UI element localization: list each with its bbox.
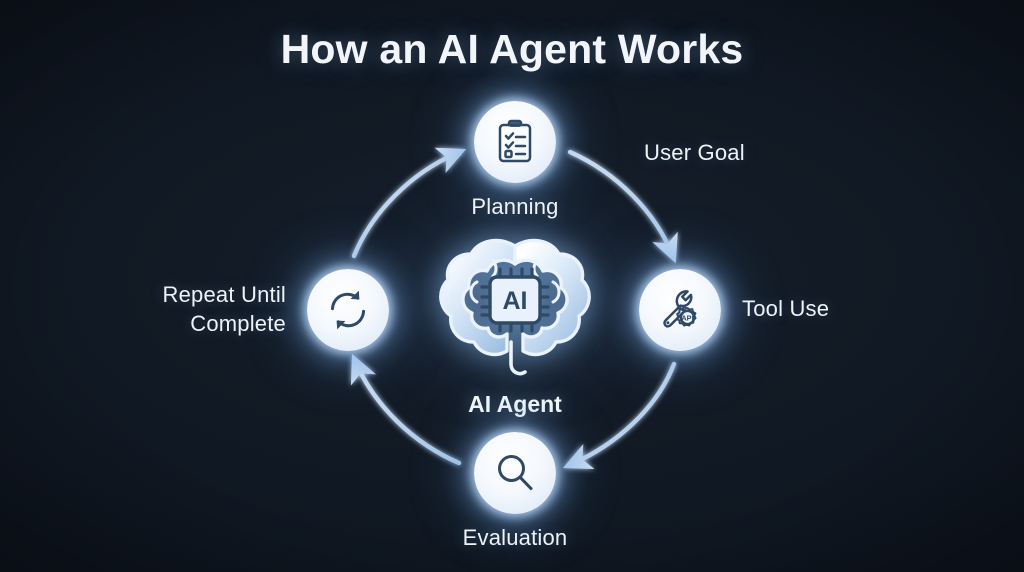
arrow-tool-use-to-evaluation bbox=[562, 361, 677, 470]
node-repeat-label: Repeat Until Complete bbox=[86, 280, 286, 338]
node-tool-use-label: Tool Use bbox=[742, 296, 830, 321]
api-label: API bbox=[681, 313, 693, 322]
page-title: How an AI Agent Works bbox=[280, 26, 744, 72]
refresh-cycle-icon bbox=[307, 269, 389, 351]
edge-label-user-goal: User Goal bbox=[644, 140, 745, 165]
clipboard-checklist-icon bbox=[474, 101, 556, 183]
arrow-repeat-to-planning bbox=[351, 147, 467, 259]
node-evaluation-label: Evaluation bbox=[462, 525, 568, 550]
center-node-label: AI Agent bbox=[468, 391, 562, 417]
brain-ai-chip-icon: AI bbox=[430, 227, 600, 383]
arrow-planning-to-tool-use bbox=[567, 149, 678, 264]
node-planning-label: Planning bbox=[471, 194, 559, 219]
magnifying-glass-icon bbox=[474, 432, 556, 514]
arrow-evaluation-to-repeat bbox=[350, 353, 462, 466]
chip-label: AI bbox=[503, 287, 528, 315]
node-repeat-label-line2: Complete bbox=[190, 311, 286, 337]
wrench-gear-api-icon: API bbox=[639, 269, 721, 351]
node-repeat-label-line1: Repeat Until bbox=[162, 282, 286, 307]
